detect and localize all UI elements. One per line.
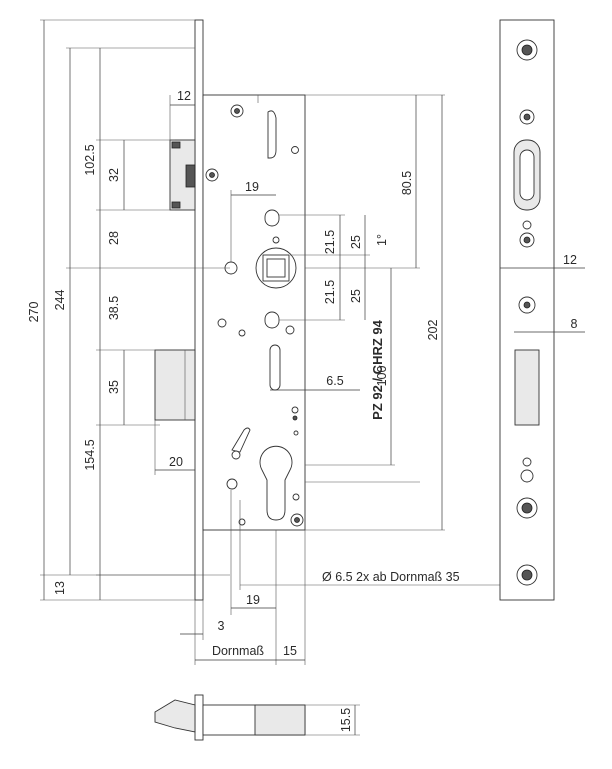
dornmass-label: Dornmaß [212,644,264,658]
latch-bolt [169,139,196,211]
dim-38-5: 38.5 [107,296,121,320]
dim-3: 3 [218,619,225,633]
dim-19-bottom: 19 [246,593,260,607]
dim-21-5-lower: 21.5 [323,280,337,304]
dim-32: 32 [107,168,121,182]
dim-102-5: 102.5 [83,144,97,175]
hole-note: Ø 6.5 2x ab Dornmaß 35 [322,570,460,584]
dim-202: 202 [426,320,440,341]
dim-25-upper: 25 [349,235,363,249]
dim-6-5: 6.5 [326,374,343,388]
dim-28: 28 [107,231,121,245]
dim-35: 35 [107,380,121,394]
dim-12-side: 12 [563,253,577,267]
dim-8-side: 8 [571,317,578,331]
dim-25-lower: 25 [349,289,363,303]
faceplate-side-view [499,19,585,601]
lock-bottom-view [154,694,360,741]
cylinder-label: PZ 92 / CHRZ 94 [370,319,385,419]
dim-13: 13 [53,581,67,595]
dim-21-5-upper: 21.5 [323,230,337,254]
lock-case [202,94,306,531]
dim-20: 20 [169,455,183,469]
dim-100: 100 [375,366,389,387]
dim-1-degree: 1° [375,234,389,246]
faceplate-front-strip [194,19,204,601]
dead-bolt [154,349,196,421]
dim-15: 15 [283,644,297,658]
dim-80-5: 80.5 [400,171,414,195]
dim-154-5: 154.5 [83,439,97,470]
dimension-labels: 270 244 102.5 32 28 38.5 35 154.5 13 12 … [27,89,578,732]
dim-244: 244 [53,290,67,311]
dim-12-top: 12 [177,89,191,103]
dim-19-top: 19 [245,180,259,194]
dimension-lines [40,19,500,665]
dim-270: 270 [27,302,41,323]
dim-15-5: 15.5 [339,708,353,732]
